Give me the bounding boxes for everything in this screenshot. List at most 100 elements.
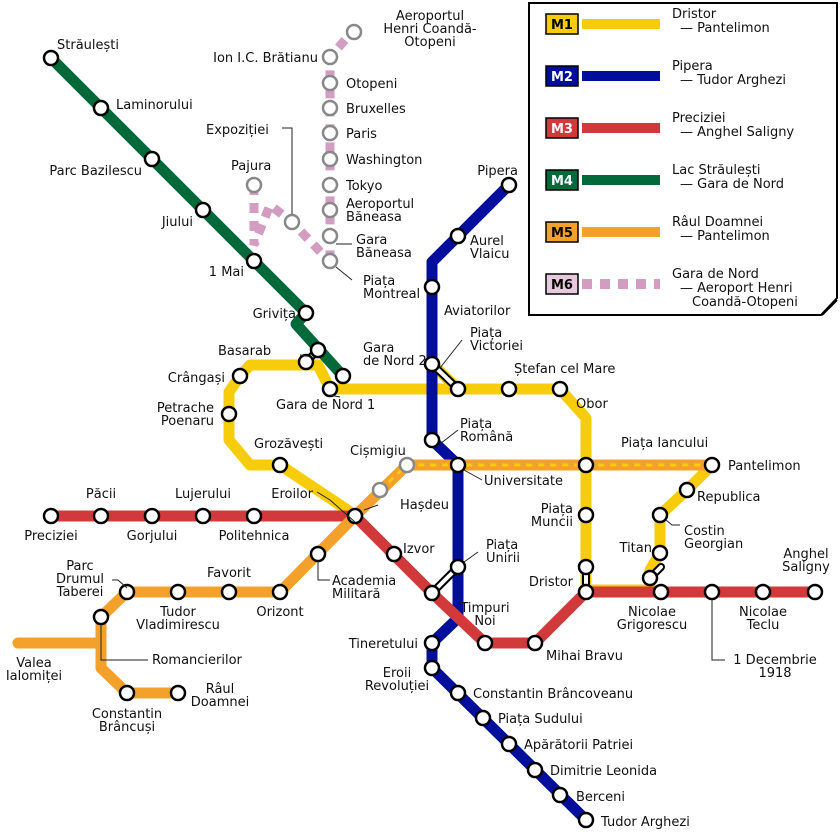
station-pajura[interactable] [245,176,263,194]
station-titan[interactable] [651,544,669,562]
station-preciziei[interactable] [42,507,60,525]
station-crangasi[interactable] [231,367,249,385]
station-constantin-brancusi[interactable] [118,684,136,702]
label-piata-sudului: Piața Sudului [498,712,583,727]
legend-code: M2 [551,70,573,85]
label-line: Universitate [484,474,563,489]
station-costin-georgian[interactable] [651,506,669,524]
station-aeroport-otopeni[interactable] [345,23,363,41]
station-piata-montreal[interactable] [321,252,339,270]
station-jiului[interactable] [194,201,212,219]
station-anghel-saligny[interactable] [806,583,824,601]
station-bruxelles[interactable] [321,99,339,117]
legend-code: M3 [551,122,573,137]
label-romancierilor: Romancierilor [152,653,243,668]
station-grivita[interactable] [297,304,315,322]
station-parc-drumul-taberei[interactable] [118,583,136,601]
station-constantin-brancoveanu[interactable] [449,684,467,702]
station-apararorii-patriei[interactable] [500,735,518,753]
label-line: Expoziției [206,123,269,138]
station-piata-victoriei-m1[interactable] [449,380,467,398]
label-line: Hașdeu [400,498,449,513]
station-lujerului[interactable] [194,507,212,525]
legend-text-line: Gara de Nord [672,267,759,282]
station-eroilor[interactable] [346,507,364,525]
station-raul-doamnei[interactable] [169,684,187,702]
station-straulesti[interactable] [42,49,60,67]
label-line: Grigorescu [617,618,687,633]
station-universitate[interactable] [449,456,467,474]
station-1-decembrie[interactable] [703,583,721,601]
station-gara-nord1[interactable] [321,380,339,398]
station-dristor-m1a[interactable] [577,558,595,576]
label-line: Preciziei [24,529,77,544]
station-gara-baneasa[interactable] [321,227,339,245]
station-washington[interactable] [321,150,339,168]
label-line: Republica [697,490,761,505]
station-izvor[interactable] [385,545,403,563]
station-piata-romana[interactable] [423,431,441,449]
station-piata-iancului[interactable] [577,456,595,474]
station-piata-sudului[interactable] [474,709,492,727]
station-romancierilor[interactable] [92,608,110,626]
label-1-mai: 1 Mai [209,265,244,280]
station-gara-nord2[interactable] [309,341,327,359]
label-line: Victoriei [470,339,523,354]
station-dristor-m1b[interactable] [577,583,595,601]
station-stefan-cel-mare[interactable] [500,380,518,398]
station-tokyo[interactable] [321,176,339,194]
station-petrache-poenaru[interactable] [220,405,238,423]
station-favorit[interactable] [220,583,238,601]
station-timpuri-noi[interactable] [476,634,494,652]
station-pacii[interactable] [92,507,110,525]
station-hasdeu[interactable] [371,481,389,499]
label-line: Henri Coandă- [383,22,477,37]
legend-text: Pipera— Tudor Arghezi [672,59,786,88]
station-piata-unirii-m2[interactable] [449,558,467,576]
station-pantelimon[interactable] [703,456,721,474]
station-politehnica[interactable] [245,507,263,525]
label-line: Pantelimon [728,459,801,474]
station-nicolae-grigorescu-b[interactable] [652,583,670,601]
station-piata-muncii[interactable] [577,506,595,524]
station-berceni[interactable] [551,786,569,804]
station-nicolae-grigorescu-a[interactable] [641,569,659,587]
station-orizont[interactable] [271,583,289,601]
station-piata-unirii-m3[interactable] [423,584,441,602]
label-line: Noi [474,614,495,629]
station-gara-nord-m4[interactable] [334,367,352,385]
station-1-mai[interactable] [245,252,263,270]
station-republica[interactable] [678,481,696,499]
station-aeroport-baneasa[interactable] [321,201,339,219]
station-grozavesti[interactable] [271,456,289,474]
station-paris[interactable] [321,124,339,142]
station-aurel-vlaicu[interactable] [449,227,467,245]
station-gorjului[interactable] [143,507,161,525]
station-mihai-bravu[interactable] [526,634,544,652]
station-academia-militara[interactable] [309,545,327,563]
station-otopeni[interactable] [321,74,339,92]
station-basarab[interactable] [297,353,315,371]
station-tudor-vladimirescu[interactable] [169,583,187,601]
station-laminorului[interactable] [92,99,110,117]
label-line: Otopeni [404,35,455,50]
station-expozitiei[interactable] [283,213,301,231]
station-obor[interactable] [551,380,569,398]
station-dimitrie-leonida[interactable] [526,761,544,779]
station-eroii-revolutiei[interactable] [423,659,441,677]
station-aviatorilor[interactable] [423,278,441,296]
label-line: Ialomiței [6,669,62,684]
station-cismigiu[interactable] [398,456,416,474]
station-pipera[interactable] [500,176,518,194]
label-pajura: Pajura [231,159,271,174]
station-tineretului[interactable] [423,634,441,652]
station-piata-victoriei-m2[interactable] [423,355,441,373]
station-parc-bazilescu[interactable] [143,150,161,168]
label-line: Basarab [218,344,271,359]
station-nicolae-teclu[interactable] [754,583,772,601]
label-line: Nicolae [739,605,787,620]
station-ion-bratianu[interactable] [321,48,339,66]
station-tudor-arghezi[interactable] [577,811,595,829]
